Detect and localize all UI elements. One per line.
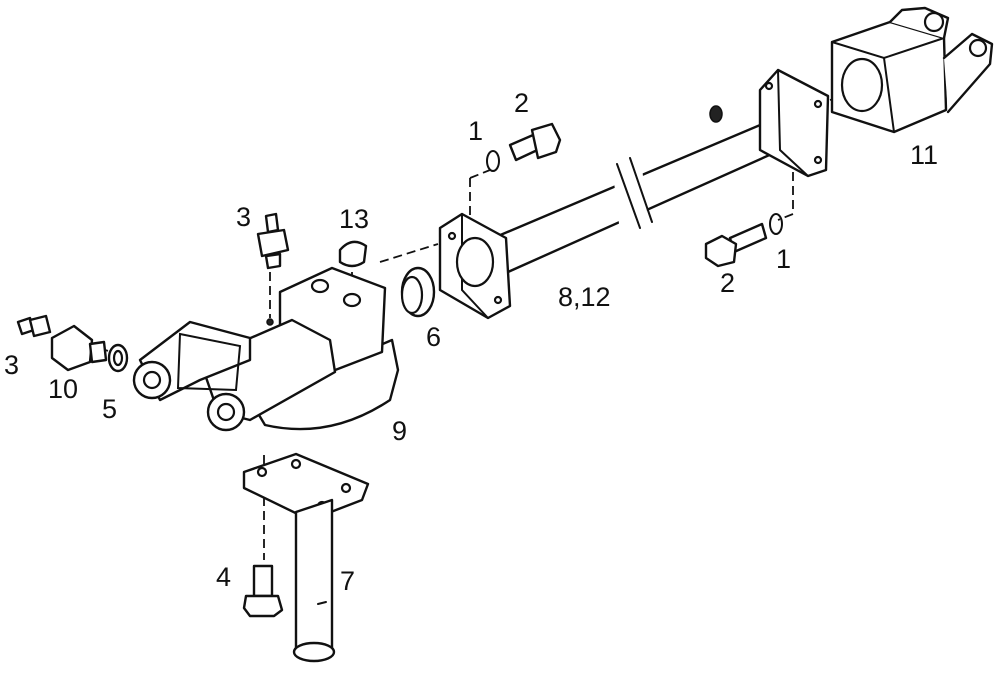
callout-6: 6 (426, 322, 441, 352)
callout-13: 13 (339, 204, 369, 234)
grease-nipple-part-3-left (16, 314, 52, 338)
pin-part-7 (242, 452, 370, 663)
seal-ring-part-6 (400, 266, 436, 318)
bolt-part-2-right (704, 222, 768, 268)
callout-2-right: 2 (720, 268, 735, 298)
callout-8-12: 8,12 (558, 282, 611, 312)
end-bracket-part-11 (830, 6, 994, 134)
callout-labels: 1 2 11 3 13 1 2 8,12 6 3 10 5 9 4 7 (4, 88, 938, 596)
callout-3-left: 3 (4, 350, 19, 380)
callout-1-top: 1 (468, 116, 483, 146)
washer-part-5 (107, 343, 129, 373)
grease-nipple-part-3-upper (256, 212, 290, 270)
callout-3-upper: 3 (236, 202, 251, 232)
callout-4: 4 (216, 562, 231, 592)
plug-part-13 (338, 240, 368, 268)
callout-5: 5 (102, 394, 117, 424)
callout-2-top: 2 (514, 88, 529, 118)
callout-10: 10 (48, 374, 78, 404)
callout-1-right: 1 (776, 244, 791, 274)
callout-7: 7 (340, 566, 355, 596)
callout-9: 9 (392, 416, 407, 446)
bolt-part-2-top (508, 122, 562, 162)
tube-part-8-12 (438, 68, 830, 320)
housing-part-9 (132, 266, 400, 432)
callout-11: 11 (910, 140, 938, 170)
fitting-part-10 (50, 324, 108, 372)
bolt-part-4 (242, 564, 284, 618)
circlip-part-1-top (486, 150, 500, 172)
circlip-part-1-right (769, 213, 783, 235)
